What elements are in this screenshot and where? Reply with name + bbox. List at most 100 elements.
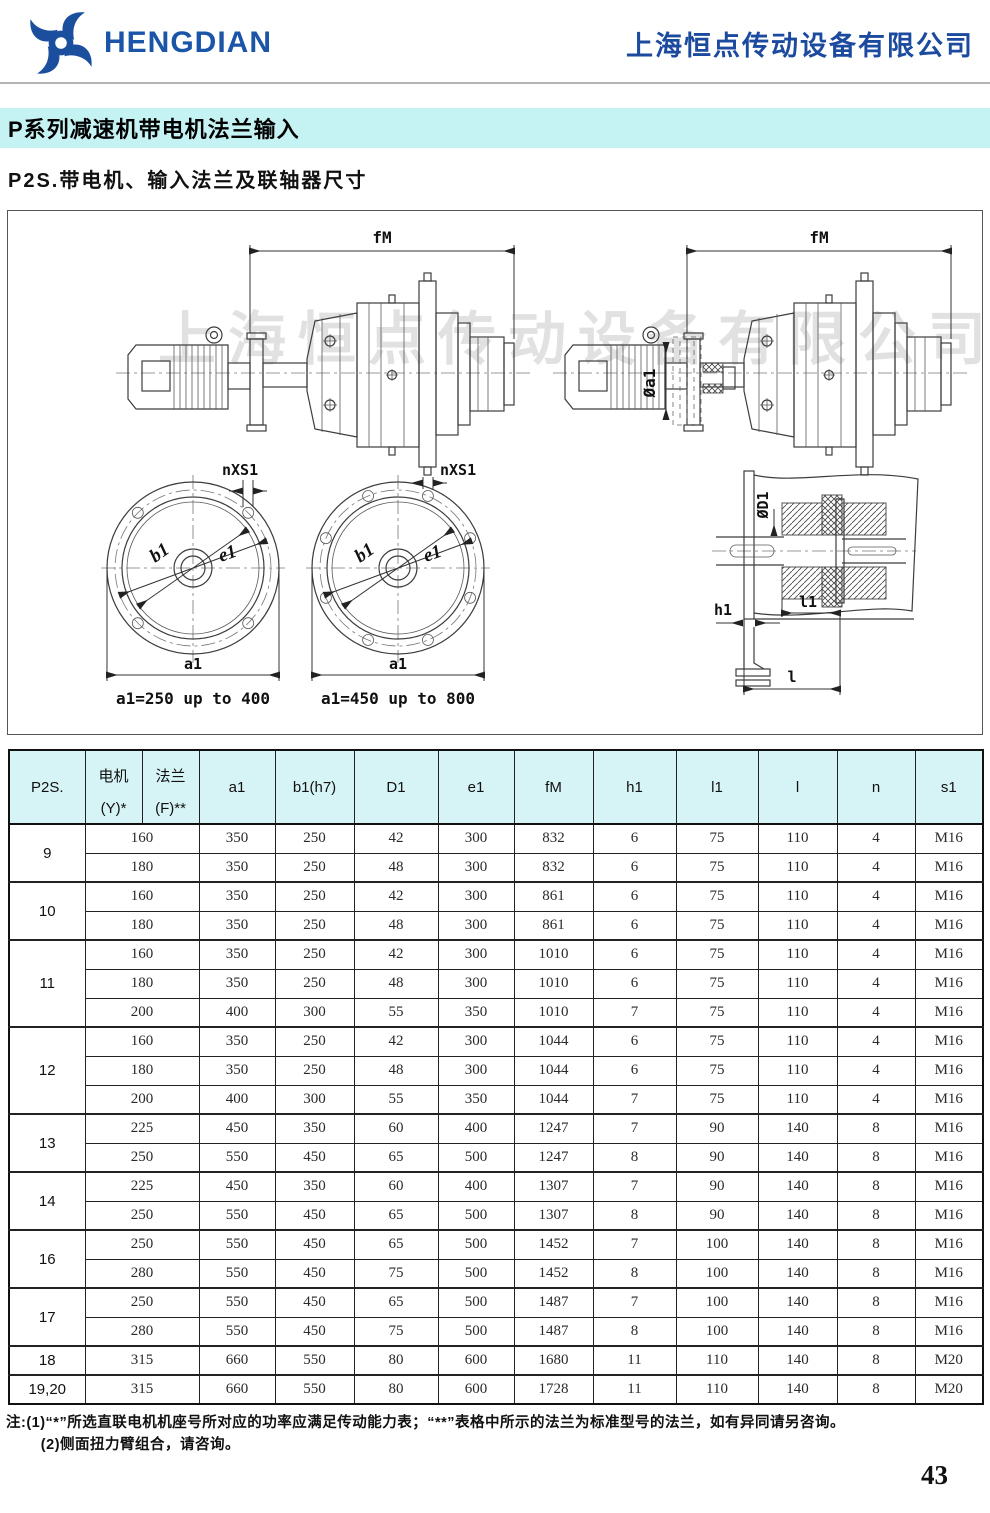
value-cell: 450 [274, 1258, 355, 1289]
value-cell: 80 [353, 1345, 439, 1376]
motor-frame-cell: 180 [84, 852, 200, 883]
value-cell: 350 [437, 1084, 515, 1115]
value-cell: 4 [836, 1084, 916, 1115]
motor-header-cn: 电机 [98, 768, 129, 785]
value-cell: 350 [198, 1026, 276, 1057]
value-cell: M16 [914, 968, 984, 999]
value-cell: 4 [836, 852, 916, 883]
value-cell: 550 [198, 1229, 276, 1260]
value-cell: 400 [437, 1171, 515, 1202]
value-cell: 600 [437, 1374, 515, 1405]
flange-small-caption: a1=250 up to 400 [116, 689, 270, 708]
section-title: P系列减速机带电机法兰输入 [8, 117, 300, 142]
value-cell: 1680 [513, 1345, 594, 1376]
col-header-d1: D1 [353, 749, 439, 825]
value-cell: 300 [437, 1055, 515, 1086]
dim-fm-right: fM [809, 228, 828, 247]
value-cell: 100 [675, 1287, 759, 1318]
value-cell: 7 [592, 1084, 677, 1115]
value-cell: 250 [274, 852, 355, 883]
value-cell: 1044 [513, 1084, 594, 1115]
value-cell: 140 [757, 1374, 838, 1405]
value-cell: 8 [836, 1287, 916, 1318]
flange-header-cn: 法兰 [155, 768, 186, 785]
logo: HENGDIAN [28, 9, 272, 77]
motor-frame-cell: 250 [84, 1229, 200, 1260]
value-cell: 450 [198, 1171, 276, 1202]
col-header-l: l [757, 749, 838, 825]
value-cell: 8 [836, 1171, 916, 1202]
value-cell: 300 [437, 910, 515, 941]
dim-e1-large: e1 [421, 541, 445, 567]
value-cell: 500 [437, 1316, 515, 1347]
value-cell: 140 [757, 1345, 838, 1376]
value-cell: 65 [353, 1142, 439, 1173]
value-cell: M16 [914, 910, 984, 941]
value-cell: 140 [757, 1142, 838, 1173]
logo-text: HENGDIAN [104, 26, 273, 59]
value-cell: 450 [274, 1142, 355, 1173]
value-cell: 100 [675, 1258, 759, 1289]
value-cell: 250 [274, 1026, 355, 1057]
value-cell: 250 [274, 968, 355, 999]
motor-frame-cell: 250 [84, 1200, 200, 1231]
value-cell: 4 [836, 910, 916, 941]
value-cell: M16 [914, 1287, 984, 1318]
value-cell: 65 [353, 1229, 439, 1260]
motor-header-sub: (Y)* [100, 800, 127, 817]
dim-flange-dia: Øa1 [640, 369, 659, 399]
motor-frame-cell: 225 [84, 1171, 200, 1202]
dim-l: l [787, 668, 796, 686]
value-cell: 500 [437, 1258, 515, 1289]
dim-bolt-holes-small: nXS1 [222, 461, 258, 479]
value-cell: 42 [353, 823, 439, 854]
value-cell: 6 [592, 823, 677, 854]
value-cell: 1487 [513, 1316, 594, 1347]
value-cell: 8 [592, 1142, 677, 1173]
hengdian-pinwheel-icon [30, 12, 92, 74]
col-header-h1: h1 [592, 749, 677, 825]
motor-frame-cell: 315 [84, 1345, 200, 1376]
model-size-cell: 18 [8, 1345, 86, 1376]
motor-frame-cell: 250 [84, 1142, 200, 1173]
dim-b1-large: b1 [351, 539, 379, 567]
value-cell: 8 [836, 1113, 916, 1144]
value-cell: 48 [353, 968, 439, 999]
value-cell: M20 [914, 1345, 984, 1376]
value-cell: 75 [675, 1084, 759, 1115]
value-cell: 7 [592, 1113, 677, 1144]
value-cell: 110 [757, 1026, 838, 1057]
value-cell: 60 [353, 1113, 439, 1144]
value-cell: 4 [836, 823, 916, 854]
side-view-right: fM Øa1 [553, 228, 967, 475]
value-cell: 110 [757, 910, 838, 941]
value-cell: 660 [198, 1345, 276, 1376]
flange-view-small: nXS1 b1 e1 a1 a1=250 up to 400 [101, 461, 285, 708]
value-cell: 110 [757, 997, 838, 1028]
dim-d1: ØD1 [754, 491, 772, 519]
value-cell: M16 [914, 1142, 984, 1173]
value-cell: 60 [353, 1171, 439, 1202]
value-cell: M16 [914, 881, 984, 912]
value-cell: 8 [836, 1258, 916, 1289]
value-cell: M16 [914, 1316, 984, 1347]
motor-frame-cell: 280 [84, 1258, 200, 1289]
value-cell: 110 [757, 852, 838, 883]
motor-frame-cell: 160 [84, 881, 200, 912]
value-cell: 550 [198, 1258, 276, 1289]
value-cell: 6 [592, 910, 677, 941]
value-cell: 660 [198, 1374, 276, 1405]
value-cell: 350 [198, 1055, 276, 1086]
model-size-cell: 19,20 [8, 1374, 86, 1405]
value-cell: 75 [353, 1258, 439, 1289]
value-cell: 1247 [513, 1113, 594, 1144]
value-cell: 11 [592, 1374, 677, 1405]
value-cell: 11 [592, 1345, 677, 1376]
value-cell: 75 [675, 1026, 759, 1057]
